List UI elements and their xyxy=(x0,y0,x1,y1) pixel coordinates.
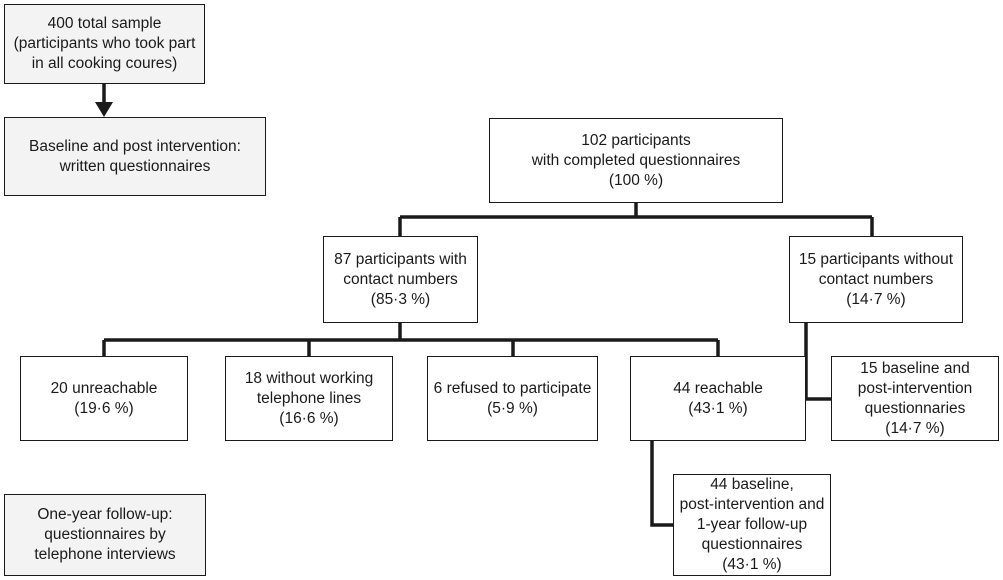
reachable-box: 44 reachable (43·1 %) xyxy=(630,356,806,441)
baseline-legend-box: Baseline and post intervention: written … xyxy=(4,117,266,196)
sample-box: 400 total sample (participants who took … xyxy=(4,4,205,84)
arrow-head xyxy=(95,102,113,117)
unreachable-box: 20 unreachable (19·6 %) xyxy=(20,356,188,441)
followup-legend-box: One-year follow-up: questionnaires by te… xyxy=(4,494,206,576)
refused-box: 6 refused to participate (5·9 %) xyxy=(427,356,598,441)
completed-participants-box: 102 participants with completed question… xyxy=(489,118,783,203)
without-contact-box: 15 participants without contact numbers … xyxy=(789,236,963,323)
baseline-post-15-box: 15 baseline and post-intervention questi… xyxy=(831,356,999,441)
no-lines-box: 18 without working telephone lines (16·6… xyxy=(225,356,393,441)
connector-elbow-reachable xyxy=(650,441,673,527)
baseline-post-44-box: 44 baseline, post-intervention and 1-yea… xyxy=(673,474,831,576)
connector-elbow-without-contact xyxy=(804,323,831,401)
with-contact-box: 87 participants with contact numbers (85… xyxy=(323,236,478,323)
